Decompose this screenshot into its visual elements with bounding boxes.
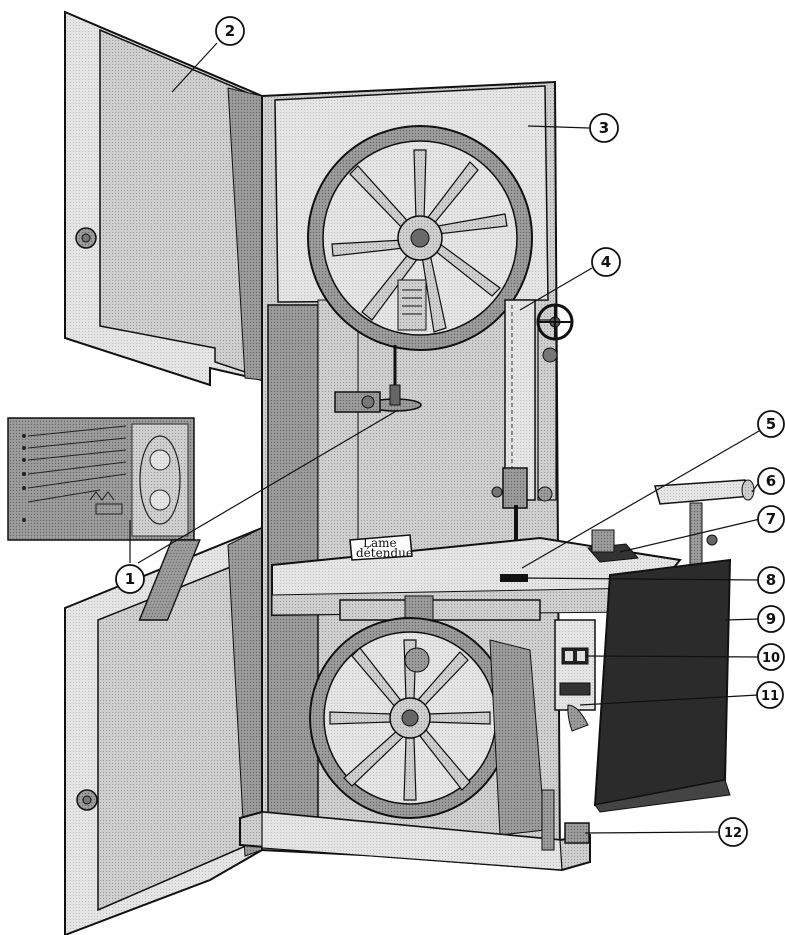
saw-base [239, 810, 591, 872]
tag-line-1: Lame [363, 536, 397, 550]
dust-outlet [567, 704, 589, 732]
svg-text:9: 9 [766, 610, 776, 628]
svg-text:5: 5 [766, 415, 776, 433]
switch-panel [554, 619, 596, 732]
svg-text:8: 8 [766, 571, 776, 589]
roller-support [654, 479, 755, 566]
svg-text:4: 4 [601, 253, 611, 271]
svg-text:2: 2 [225, 22, 235, 40]
motor-cabinet [593, 558, 732, 813]
leader-lines [129, 42, 761, 834]
lower-door [64, 526, 263, 935]
callout-7: 7 [757, 505, 785, 533]
upper-wheel [307, 125, 533, 351]
callout-12: 12 [718, 817, 748, 847]
callout-8: 8 [757, 566, 785, 594]
svg-text:7: 7 [766, 510, 776, 528]
svg-text:12: 12 [724, 826, 742, 841]
tension-spring [368, 279, 427, 412]
blade-tilt-block [334, 391, 381, 413]
callout-4: 4 [591, 247, 621, 277]
guide-height-handwheel [536, 303, 574, 341]
callout-2: 2 [215, 16, 245, 46]
callout-3: 3 [589, 113, 619, 143]
callout-6: 6 [757, 467, 785, 495]
rip-fence [138, 539, 201, 621]
svg-text:11: 11 [761, 689, 779, 704]
tag-line-2: détendue [356, 546, 413, 560]
blade-guide-post [491, 299, 558, 509]
lower-wheel [309, 617, 511, 819]
miter-gauge [587, 529, 639, 563]
blade-slack-tag: Lame détendue [349, 534, 413, 561]
callout-9: 9 [757, 605, 785, 633]
svg-text:3: 3 [599, 119, 609, 137]
callout-11: 11 [756, 681, 784, 709]
foot-brake-pedal [541, 789, 590, 851]
callout-5: 5 [757, 410, 785, 438]
callouts: 1 2 3 4 5 6 7 8 [115, 16, 785, 847]
upper-door [64, 10, 263, 387]
tension-gauge-plate [7, 417, 195, 541]
callout-1: 1 [115, 564, 145, 594]
callout-10: 10 [757, 643, 785, 671]
svg-text:1: 1 [125, 570, 135, 588]
svg-text:6: 6 [766, 472, 776, 490]
svg-text:10: 10 [762, 651, 780, 666]
